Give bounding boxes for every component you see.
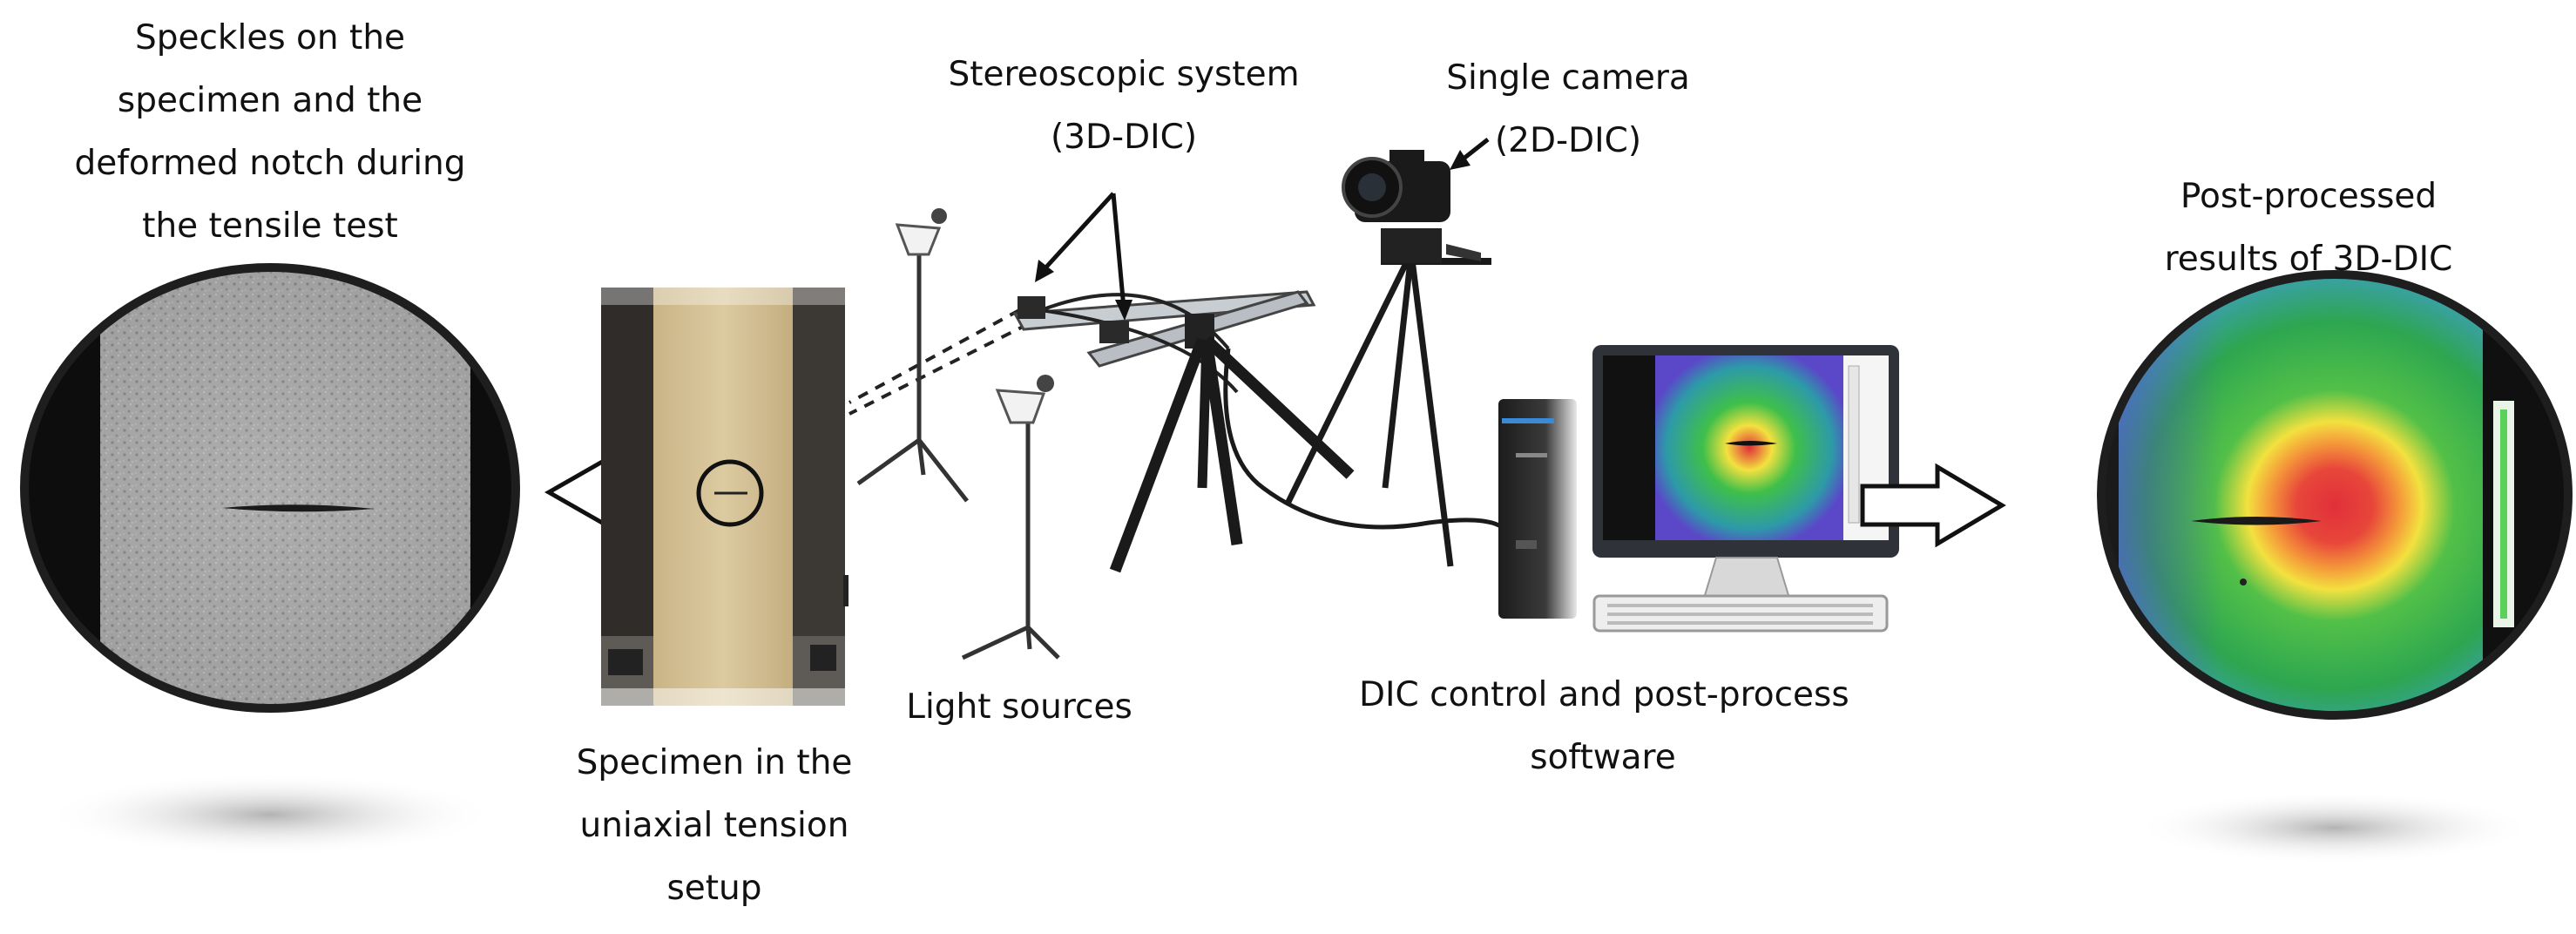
camera-icon: [1342, 150, 1450, 222]
cable: [1223, 348, 1510, 535]
label-stereoscopic-system: Stereoscopic system (3D-DIC): [948, 55, 1300, 157]
contour-view: [2101, 274, 2568, 715]
stereo-rig: [1012, 290, 1316, 394]
camera-icon: [1018, 296, 1045, 319]
tripod-icon: [1109, 335, 1355, 573]
camera-sightline: [849, 322, 1029, 416]
left-circle-shadow: [44, 773, 497, 856]
lamp-icon: [856, 208, 969, 503]
camera-sightline: [849, 308, 1020, 404]
label-post-processed: Post-processed results of 3D-DIC: [2164, 177, 2453, 279]
camera-icon: [1099, 321, 1129, 343]
label-dic-software: DIC control and post-process software: [1359, 675, 1849, 777]
lamp-icon: [961, 375, 1060, 660]
computer-icon: [1498, 345, 1899, 633]
tripod-icon: [1284, 228, 1491, 567]
notch: [222, 504, 375, 512]
right-circle-border: [2097, 270, 2573, 720]
label-single-camera: Single camera (2D-DIC): [1446, 58, 1690, 160]
notch: [2191, 517, 2322, 525]
label-specimen: Specimen in the uniaxial tension setup: [576, 743, 853, 908]
specimen-photo: [601, 288, 845, 706]
right-circle-shadow: [2134, 791, 2535, 864]
arrow-right-icon: [1860, 463, 2006, 548]
left-circle-border: [20, 263, 520, 713]
label-light-sources: Light sources: [906, 687, 1132, 727]
notch-highlight: [696, 459, 764, 527]
label-speckles: Speckles on the specimen and the deforme…: [74, 18, 466, 246]
